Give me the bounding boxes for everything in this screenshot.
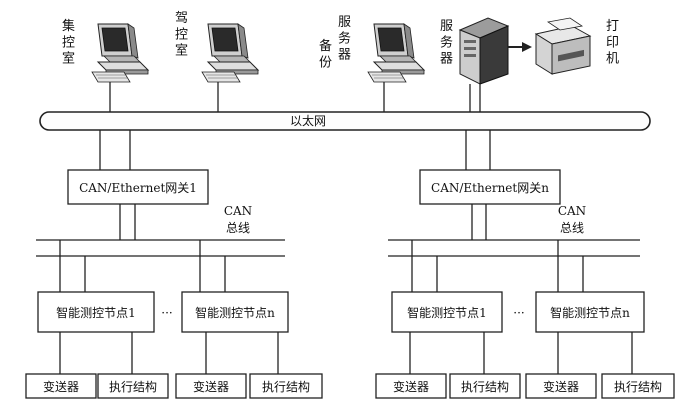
- printer-icon: [534, 17, 592, 75]
- gateway-label: CAN/Ethernet网关1: [79, 181, 197, 195]
- can-bus-label: CAN: [558, 204, 586, 218]
- transmitter-box: [375, 373, 447, 399]
- actuator-label: 执行结构: [614, 379, 662, 394]
- actuator-box: [601, 373, 675, 399]
- ethernet-drop-lines: [109, 82, 481, 112]
- ethernet-bus-label: 以太网: [290, 113, 326, 128]
- transmitter-box: [175, 373, 247, 399]
- transmitter-box: [25, 373, 97, 399]
- transmitter-label: 变送器: [43, 379, 79, 394]
- ethernet-bus: 以太网: [39, 111, 651, 131]
- smart-node-box: [181, 291, 289, 333]
- actuator-label: 执行结构: [461, 379, 509, 394]
- gateway-box: [419, 169, 561, 205]
- smart-node-label: 智能测控节点1: [56, 305, 136, 320]
- workstation-icon: [201, 23, 259, 83]
- transmitter-label: 变送器: [393, 379, 429, 394]
- transmitter-box: [525, 373, 597, 399]
- workstation-icon: [367, 23, 425, 83]
- transmitter-label: 变送器: [193, 379, 229, 394]
- can-bus-label: 总线: [560, 221, 584, 235]
- device-backup-server: 服务器 备份: [319, 15, 425, 83]
- gateway-box: [67, 169, 209, 205]
- transmitter-label: 变送器: [543, 379, 579, 394]
- device-label: 集控室: [62, 18, 75, 67]
- device-bridge-room: 驾控室: [175, 11, 259, 83]
- device-label: 备份: [319, 38, 332, 70]
- actuator-label: 执行结构: [109, 379, 157, 394]
- server-tower-icon: [458, 17, 510, 85]
- actuator-label: 执行结构: [262, 379, 310, 394]
- smart-node-label: 智能测控节点1: [407, 305, 487, 320]
- device-label: 服务器: [338, 15, 351, 63]
- device-label: 打印机: [606, 19, 619, 67]
- gateway-label: CAN/Ethernet网关n: [431, 181, 549, 195]
- smart-node-box: [391, 291, 503, 333]
- actuator-box: [249, 373, 323, 399]
- actuator-box: [97, 373, 169, 399]
- segment-1: CAN/Ethernet网关1 CAN 总线 智能测控节点1 ··· 智能测控节…: [25, 130, 323, 399]
- smart-node-label: 智能测控节点n: [195, 305, 275, 320]
- smart-node-box: [535, 291, 645, 333]
- node-ellipsis: ···: [513, 306, 524, 320]
- node-ellipsis: ···: [161, 306, 172, 320]
- device-server: 服务器: [440, 17, 510, 85]
- device-label: 服务器: [440, 19, 453, 67]
- can-bus-label: CAN: [224, 204, 252, 218]
- device-label: 驾控室: [175, 11, 188, 59]
- segment-n: CAN/Ethernet网关n CAN 总线 智能测控节点1 ··· 智能测控节…: [375, 130, 675, 399]
- server-to-printer-arrow: [508, 42, 532, 52]
- smart-node-box: [37, 291, 155, 333]
- can-bus-label: 总线: [226, 221, 250, 235]
- device-printer: 打印机: [534, 17, 619, 75]
- device-control-room: 集控室: [62, 18, 149, 83]
- actuator-box: [449, 373, 521, 399]
- workstation-icon: [91, 23, 149, 83]
- smart-node-label: 智能测控节点n: [550, 305, 630, 320]
